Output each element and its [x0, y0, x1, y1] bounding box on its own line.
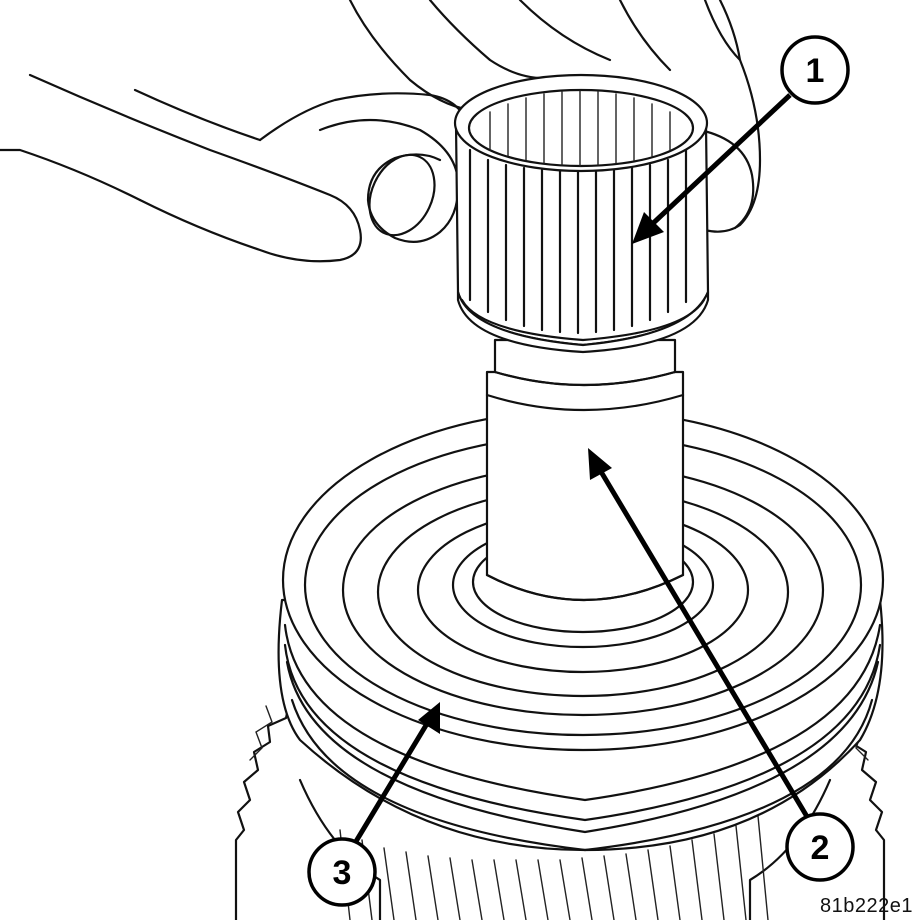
svg-text:2: 2	[811, 829, 830, 867]
leader-1	[632, 93, 792, 244]
callout-2: 2	[785, 812, 855, 882]
svg-text:1: 1	[806, 52, 825, 90]
figure-code: 81b222e1	[820, 895, 913, 917]
hand	[0, 0, 762, 263]
callout-1: 1	[780, 35, 850, 105]
needle-bearing	[453, 73, 710, 354]
shaft	[485, 338, 685, 601]
callout-3: 3	[307, 837, 377, 907]
leader-2	[588, 448, 815, 827]
svg-text:3: 3	[333, 854, 352, 892]
leader-3	[349, 702, 440, 850]
